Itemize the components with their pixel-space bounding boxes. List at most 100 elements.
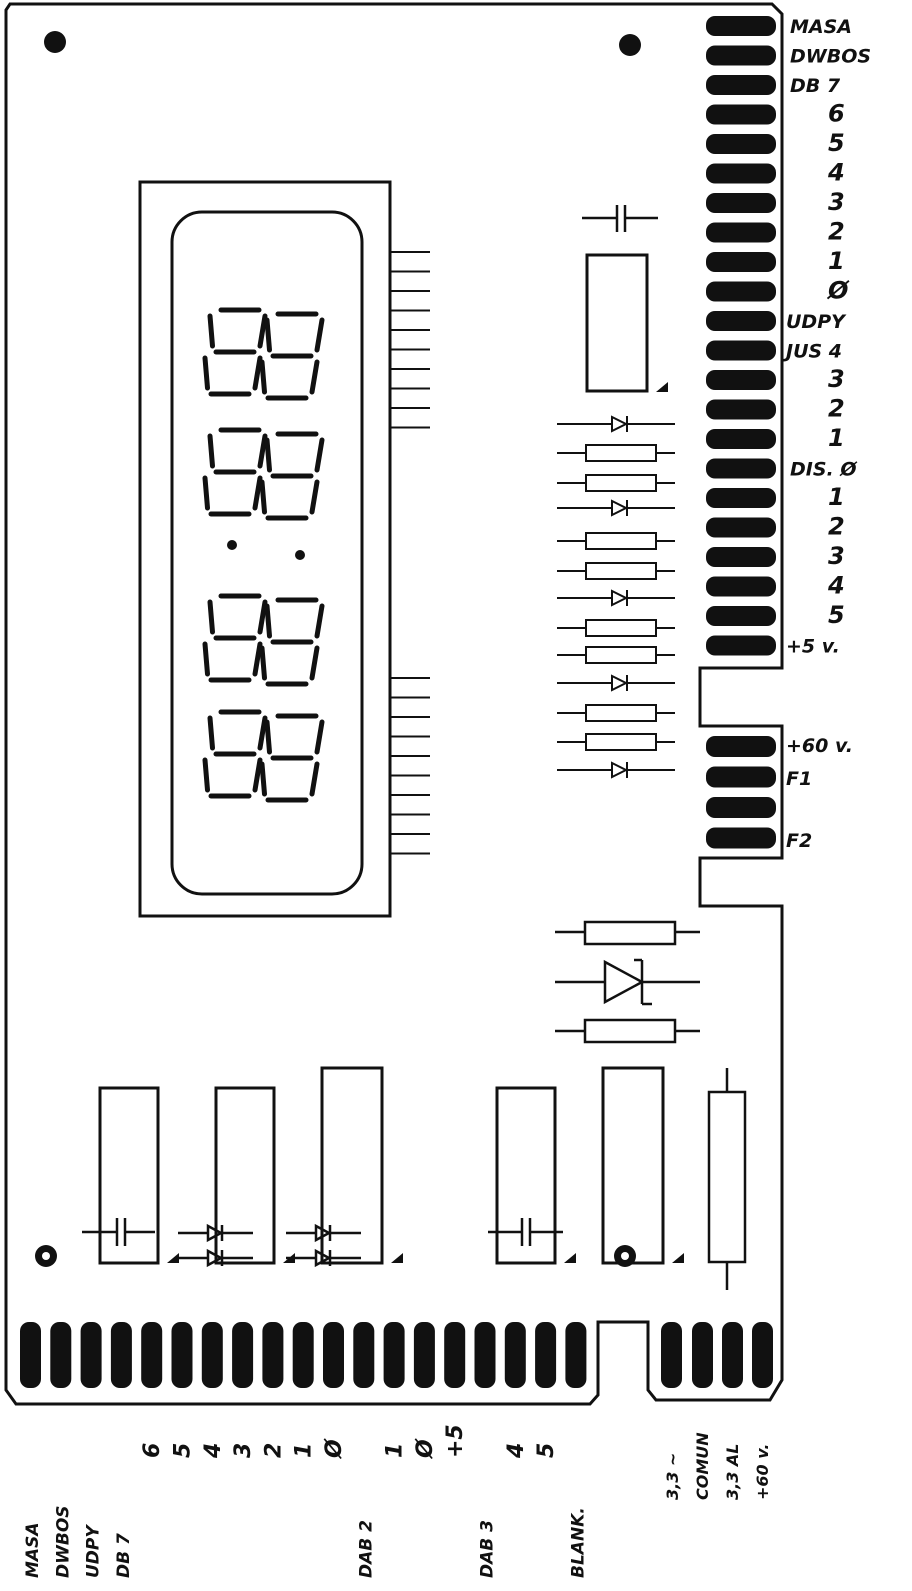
bottom-connector-pad [80,1322,102,1388]
lower-integrated-circuits [98,1066,684,1265]
right-connector-pad [706,399,776,420]
bottom-connector-pad [692,1322,713,1388]
right-connector-pad [706,281,776,302]
bottom-edge-label: BLANK. [568,1507,588,1578]
ic-pin1-marker [656,382,668,392]
right-connector-pad [706,488,776,508]
integrated-circuit [98,1086,179,1265]
right-edge-label: +5 v. [786,636,840,658]
bottom-connector-pad [565,1322,587,1388]
right-edge-label: 2 [828,513,845,541]
right-connector-pad [706,16,776,36]
right-connector-pad [706,163,776,184]
capacitor-bottom-left [82,1218,155,1246]
lower-small-components [82,1218,563,1268]
display-frame [138,180,392,918]
integrated-circuit [495,1086,576,1265]
bottom-edge-label: DB 7 [114,1533,134,1578]
right-connector-pad [706,75,776,95]
bottom-connector-pad [752,1322,773,1388]
resistor [557,646,675,664]
right-lower-label: F1 [786,768,812,790]
seven-segment-digit [259,431,325,521]
bottom-connector-pad [201,1322,223,1388]
bottom-edge-label: 1 [383,1443,408,1458]
right-edge-label: 1 [828,483,845,511]
right-connector-pad [706,429,776,449]
right-edge-label: UDPY [786,311,847,333]
mounting-hole-top-left [44,31,66,53]
seven-segment-digit [259,597,325,687]
seven-segment-digit [202,593,268,683]
mounting-holes [35,31,641,1267]
bottom-edge-label: 3 [231,1443,256,1458]
diode [178,1248,253,1268]
bottom-connector-pad [110,1322,132,1388]
right-edge-label: DB 7 [790,75,841,97]
colon-dot-right [295,550,305,560]
right-edge-label: 2 [828,395,845,423]
right-edge-label: MASA [790,16,852,38]
bottom-edge-label: 5 [171,1443,196,1458]
bottom-connector-pad [262,1322,284,1388]
bottom-edge-label: 4 [201,1443,226,1459]
right-connector-pad [706,252,776,272]
bottom-right-label: 3,3 ~ [663,1453,682,1500]
diode [557,499,675,517]
bottom-right-label: +60 v. [753,1444,772,1500]
right-connector-pad [706,311,776,331]
mounting-hole-bottom-left [35,1245,57,1267]
resistor [557,704,675,722]
bottom-connector-pad [171,1322,193,1388]
zener-diode [555,958,700,1006]
right-edge-label: JUS 4 [782,341,842,363]
bottom-connector-pad [444,1322,466,1388]
bottom-edge-label: 5 [534,1443,559,1458]
right-connector-pad [706,827,776,849]
diode [178,1223,253,1243]
seven-segment-digit [202,307,268,397]
bottom-connector-pad [413,1322,435,1388]
bottom-edge-label: +5 [443,1424,468,1458]
capacitor-top [582,205,658,232]
right-edge-label: DWBOS [790,46,871,68]
right-connector-pad [706,736,776,757]
diode [286,1223,361,1243]
right-edge-label: 5 [828,129,845,157]
right-edge-label: 4 [827,159,845,187]
bottom-edge-label: DAB 3 [478,1520,498,1578]
lower-diode-pairs [178,1223,361,1268]
board-outline [4,2,784,1406]
right-edge-label: 3 [828,542,845,570]
diode [557,589,675,607]
bottom-connector-pad [232,1322,254,1388]
bottom-edge-label: DAB 2 [356,1520,376,1578]
bottom-edge-label: 4 [504,1443,529,1459]
diode [557,674,675,692]
bottom-right-label: COMUN [693,1432,712,1500]
right-connector-pad [706,606,776,626]
bottom-connector-pad [504,1322,526,1388]
right-edge-connector [706,16,776,849]
bottom-connector-pad [474,1322,496,1388]
bottom-connector-pad [661,1322,682,1388]
bottom-edge-label: Ø [413,1438,438,1460]
right-connector-pad [706,340,776,361]
resistor-power-bottom [555,1018,700,1044]
right-connector-pad [706,104,776,125]
right-edge-label: 1 [828,247,845,275]
colon-dot-left [227,540,237,550]
resistor [557,733,675,751]
right-connector-pad [706,134,776,154]
resistor [557,444,675,462]
bottom-connector-pad [722,1322,743,1388]
seven-segment-digit [202,709,268,799]
bottom-connector-pad [141,1322,163,1388]
right-connector-pad [706,193,776,213]
capacitor-bottom-right [488,1218,563,1246]
diode [557,761,675,779]
